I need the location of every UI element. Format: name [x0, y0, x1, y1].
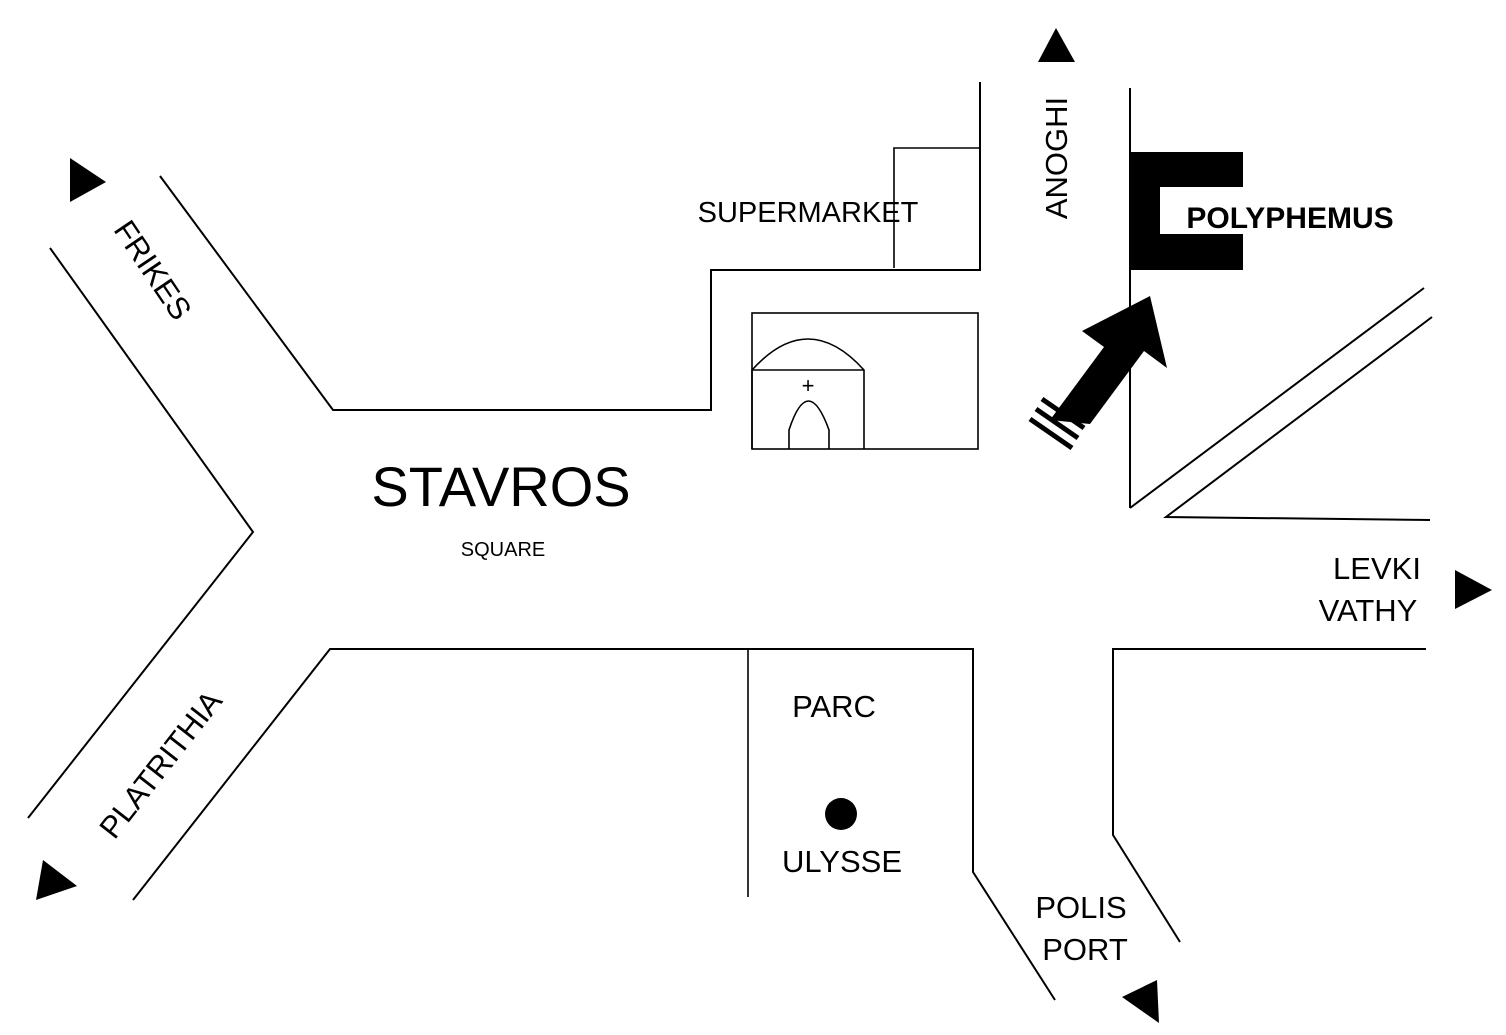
levki-label: LEVKI [1333, 551, 1421, 586]
polyphemus-building [1130, 152, 1243, 270]
port-label: PORT [1042, 932, 1128, 967]
frikes-label: FRIKES [107, 214, 199, 326]
church-icon [751, 312, 979, 450]
ulysse-label: ULYSSE [782, 844, 902, 879]
road-frikes-north-edge [159, 82, 981, 411]
road-west-edge [27, 247, 255, 819]
supermarket-label: SUPERMARKET [698, 197, 919, 229]
road-diagonal-lower [1163, 316, 1433, 521]
road-platrithia-south-edge [132, 648, 1056, 1001]
polyphemus-label: POLYPHEMUS [1186, 202, 1393, 235]
frikes-direction-arrow-icon [70, 158, 106, 202]
road-diagonal-upper [1129, 287, 1425, 509]
parc-label: PARC [792, 689, 876, 724]
polyphemus-pointer-arrow-icon [1028, 296, 1167, 451]
supermarket-block-edge [893, 147, 980, 268]
anoghi-label: ANOGHI [1039, 97, 1074, 219]
polis-label: POLIS [1035, 890, 1126, 925]
road-levki-south-edge [1112, 648, 1426, 943]
platrithia-direction-arrow-icon [36, 860, 77, 900]
square-subtitle: SQUARE [461, 539, 545, 561]
ulysse-marker-icon [825, 798, 857, 830]
platrithia-label: PLATRITHIA [92, 684, 229, 845]
levki-direction-arrow-icon [1455, 570, 1492, 609]
polis-direction-arrow-icon [1122, 980, 1159, 1023]
anoghi-direction-arrow-icon [1038, 28, 1075, 62]
church-cross-icon: + [802, 373, 815, 398]
vathy-label: VATHY [1319, 593, 1418, 628]
square-name: STAVROS [371, 455, 630, 518]
